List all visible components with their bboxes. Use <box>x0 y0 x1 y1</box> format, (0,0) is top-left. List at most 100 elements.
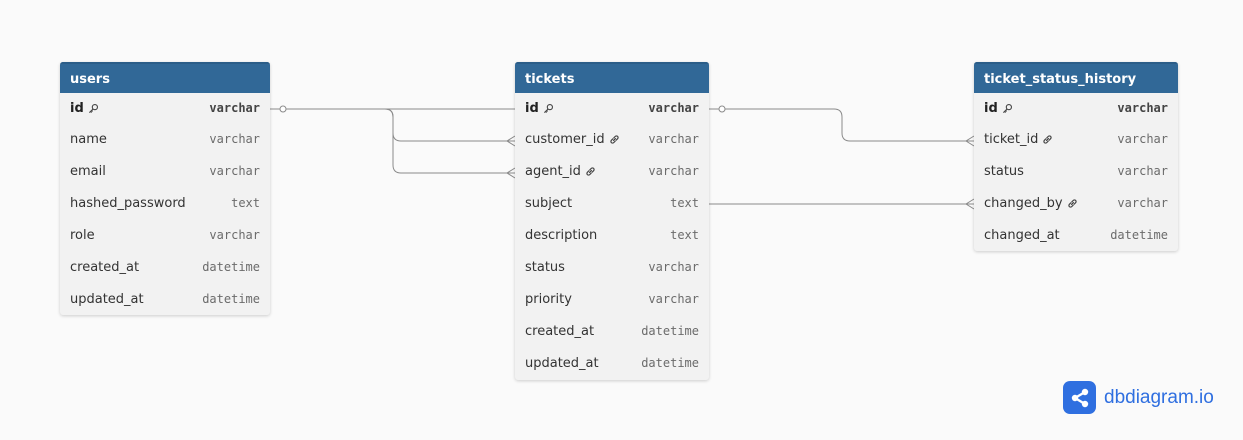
field-name-text: name <box>70 131 107 147</box>
field-row[interactable]: id varchar <box>974 93 1178 123</box>
field-name-text: subject <box>525 195 573 211</box>
primary-key-icon <box>543 103 554 114</box>
field-name: agent_id <box>525 164 596 179</box>
field-row[interactable]: agent_id varchar <box>515 155 709 187</box>
field-type: datetime <box>641 356 699 370</box>
many-end-marker <box>965 198 975 210</box>
table-header-tickets[interactable]: tickets <box>515 62 709 93</box>
primary-key-icon <box>88 103 99 114</box>
field-name-text: created_at <box>70 259 140 275</box>
field-name-text: customer_id <box>525 131 605 147</box>
field-name-text: changed_at <box>984 227 1060 243</box>
foreign-key-link-icon <box>585 166 596 177</box>
field-name: name <box>70 132 107 147</box>
field-name: id <box>70 101 99 116</box>
field-name: hashed_password <box>70 196 186 211</box>
many-end-marker <box>506 167 516 179</box>
field-row[interactable]: changed_at datetime <box>974 219 1178 251</box>
dbdiagram-logo[interactable]: dbdiagram.io <box>1063 381 1214 414</box>
foreign-key-link-icon <box>609 134 620 145</box>
one-end-marker <box>718 105 726 113</box>
field-row[interactable]: subject text <box>515 187 709 219</box>
field-name-text: id <box>70 100 84 116</box>
field-type: varchar <box>648 164 699 178</box>
field-name: subject <box>525 196 572 211</box>
field-name: id <box>525 101 554 116</box>
field-row[interactable]: changed_by varchar <box>974 187 1178 219</box>
field-row[interactable]: updated_at datetime <box>515 347 709 379</box>
field-name-text: changed_by <box>984 195 1063 211</box>
connector-users-tickets-agent <box>270 108 515 174</box>
field-name-text: description <box>525 227 598 243</box>
field-type: varchar <box>1117 196 1168 210</box>
field-name: created_at <box>70 260 139 275</box>
field-type: varchar <box>1117 132 1168 146</box>
field-name: priority <box>525 292 572 307</box>
field-type: datetime <box>202 260 260 274</box>
foreign-key-link-icon <box>1042 134 1053 145</box>
field-row[interactable]: id varchar <box>515 93 709 123</box>
field-name-text: agent_id <box>525 163 581 179</box>
field-name-text: created_at <box>525 323 595 339</box>
field-name-text: status <box>525 259 565 275</box>
field-row[interactable]: id varchar <box>60 93 270 123</box>
primary-key-icon <box>1002 103 1013 114</box>
connector-tickets-tsh <box>709 108 974 142</box>
field-name: id <box>984 101 1013 116</box>
table-header-users[interactable]: users <box>60 62 270 93</box>
field-type: varchar <box>648 292 699 306</box>
field-name-text: updated_at <box>525 355 599 371</box>
field-row[interactable]: priority varchar <box>515 283 709 315</box>
field-type: varchar <box>648 101 699 115</box>
field-type: varchar <box>209 101 260 115</box>
field-type: datetime <box>1110 228 1168 242</box>
field-type: text <box>670 196 699 210</box>
field-name-text: status <box>984 163 1024 179</box>
field-type: varchar <box>209 132 260 146</box>
field-name-text: id <box>525 100 539 116</box>
field-name: status <box>525 260 565 275</box>
field-name: updated_at <box>525 356 599 371</box>
field-row[interactable]: role varchar <box>60 219 270 251</box>
field-name: status <box>984 164 1024 179</box>
field-name: changed_by <box>984 196 1078 211</box>
field-name-text: hashed_password <box>70 195 186 211</box>
field-name-text: role <box>70 227 95 243</box>
field-name-text: id <box>984 100 998 116</box>
field-name: created_at <box>525 324 594 339</box>
field-row[interactable]: created_at datetime <box>515 315 709 347</box>
connector-users-tickets-customer <box>270 108 515 142</box>
field-name: role <box>70 228 95 243</box>
field-type: datetime <box>641 324 699 338</box>
many-end-marker <box>506 135 516 147</box>
field-row[interactable]: name varchar <box>60 123 270 155</box>
field-type: varchar <box>1117 101 1168 115</box>
field-name-text: priority <box>525 291 572 307</box>
field-row[interactable]: status varchar <box>515 251 709 283</box>
field-row[interactable]: status varchar <box>974 155 1178 187</box>
field-type: varchar <box>648 260 699 274</box>
logo-text: dbdiagram.io <box>1104 386 1214 408</box>
field-name: customer_id <box>525 132 620 147</box>
field-row[interactable]: created_at datetime <box>60 251 270 283</box>
field-type: varchar <box>209 228 260 242</box>
one-end-marker <box>279 105 287 113</box>
field-type: varchar <box>1117 164 1168 178</box>
table-header-ticket-status-history[interactable]: ticket_status_history <box>974 62 1178 93</box>
foreign-key-link-icon <box>1067 198 1078 209</box>
field-name-text: email <box>70 163 106 179</box>
many-end-marker <box>965 135 975 147</box>
